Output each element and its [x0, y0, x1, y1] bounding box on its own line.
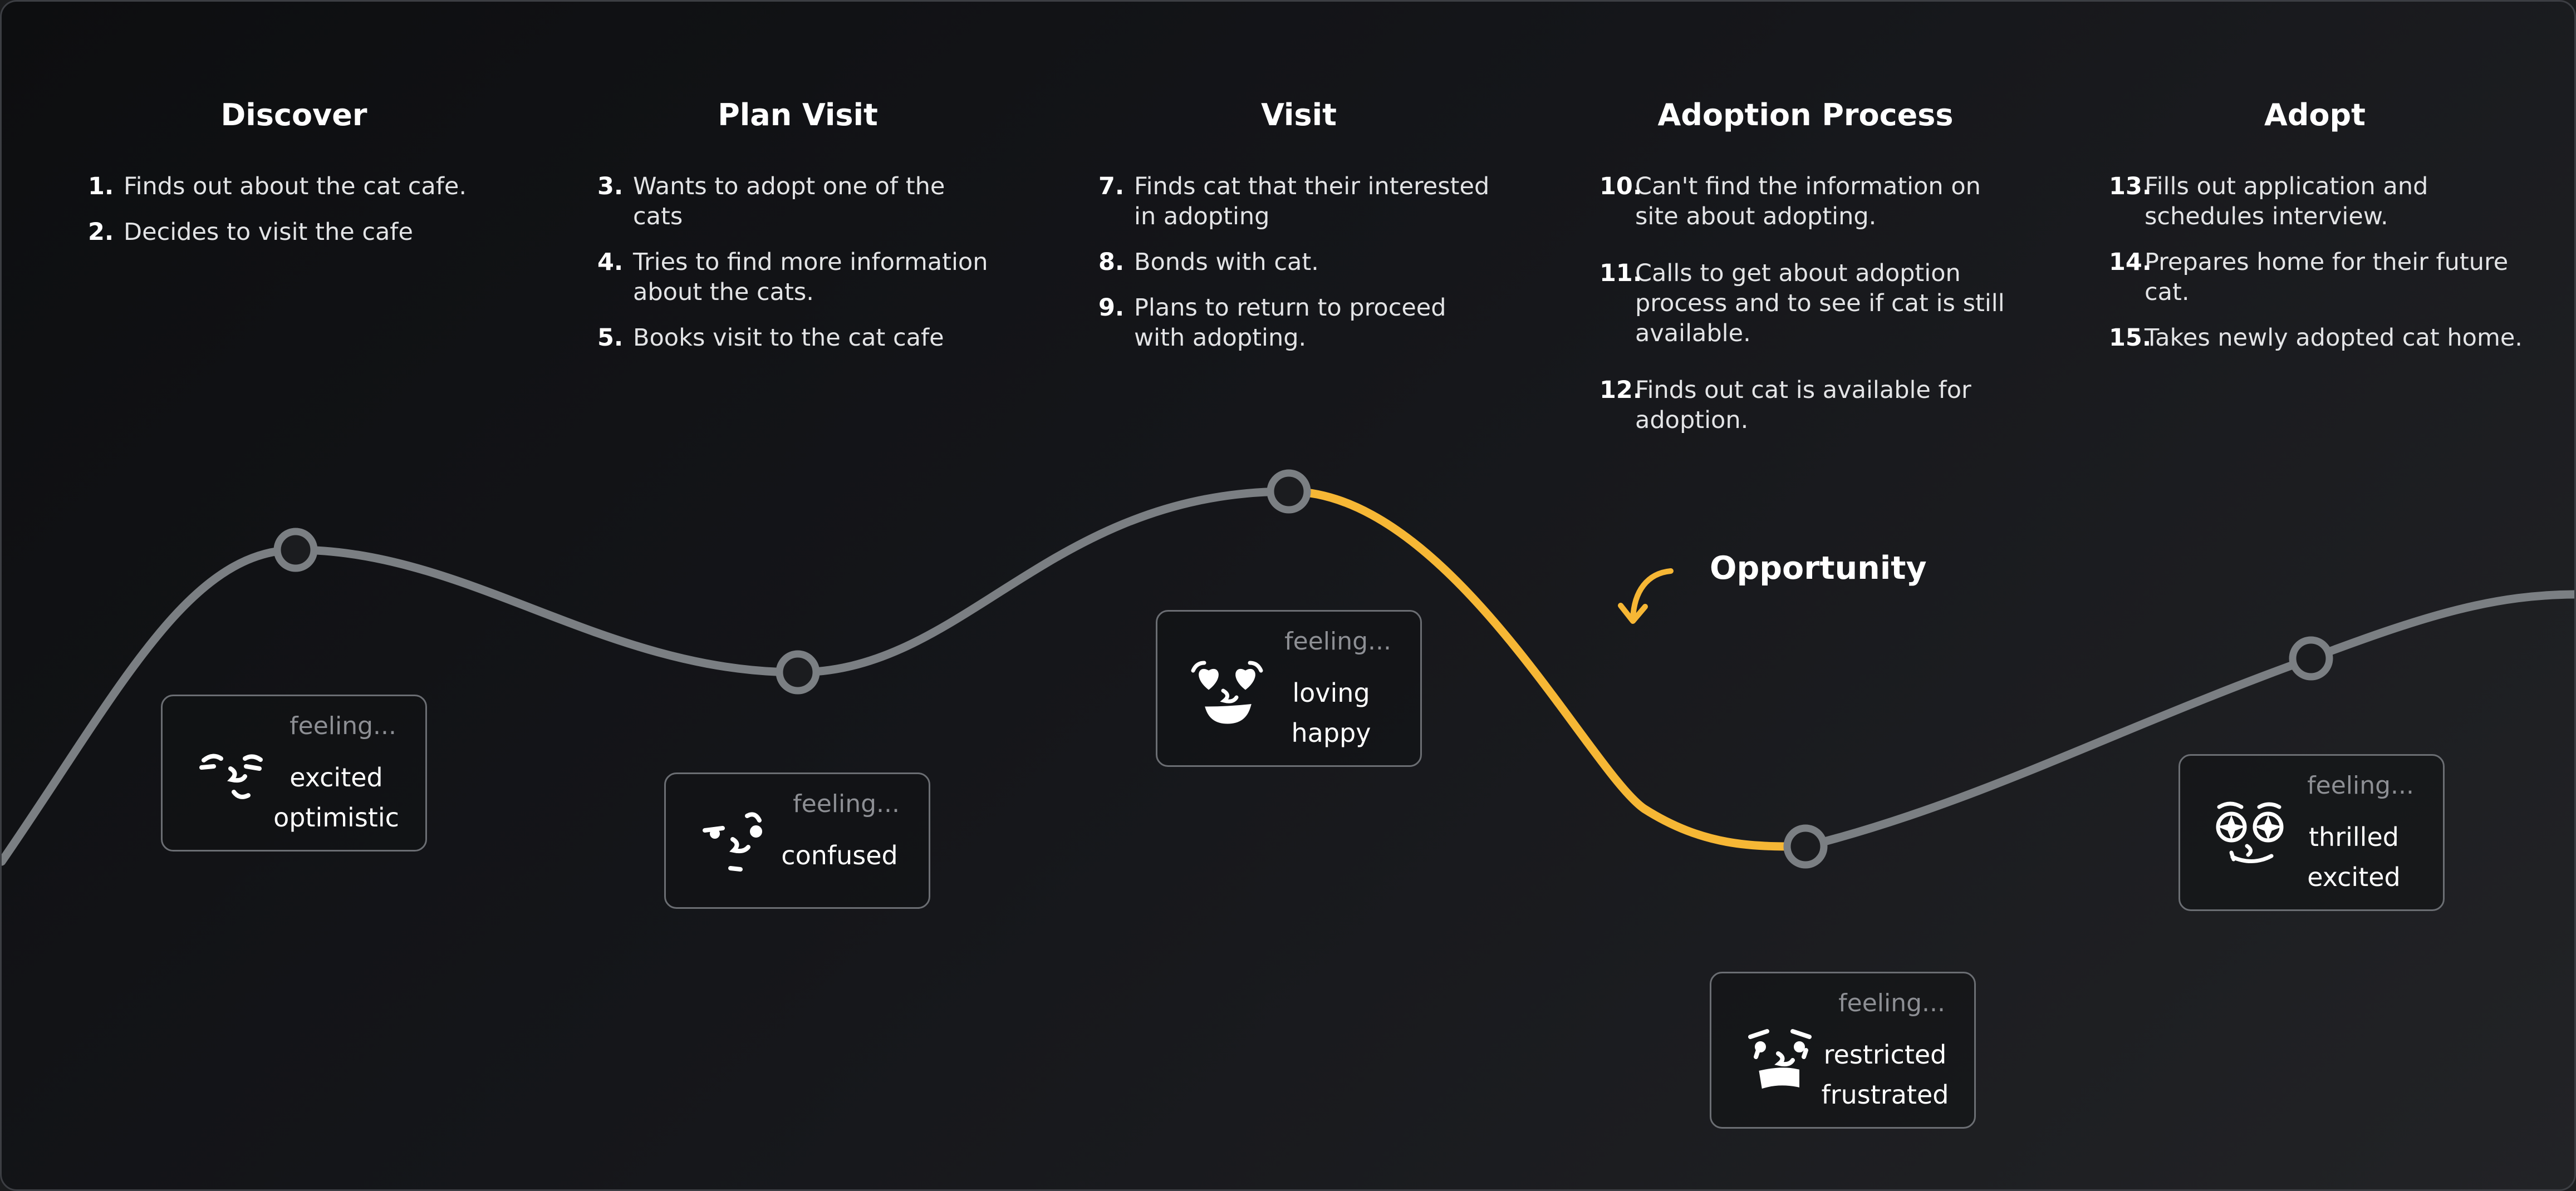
feeling-words: thrilled excited: [2287, 817, 2421, 897]
step-text: Finds out cat is available for adoption.: [1635, 376, 1971, 434]
feeling-label: feeling...: [290, 712, 396, 740]
step-number: 11.: [1599, 259, 1642, 287]
stage-title: Discover: [220, 97, 367, 132]
step-number: 10.: [1599, 173, 1642, 200]
step-number: 2.: [88, 218, 114, 246]
step-item: 14.Prepares home for their future cat.: [2109, 247, 2554, 307]
step-text: Takes newly adopted cat home.: [2145, 324, 2523, 352]
step-item: 15.Takes newly adopted cat home.: [2109, 323, 2554, 353]
step-text: Finds cat that their interested in adopt…: [1134, 173, 1490, 230]
feeling-words: excited optimistic: [269, 757, 403, 838]
feeling-label: feeling...: [793, 790, 900, 818]
feeling-word: loving: [1292, 678, 1370, 708]
step-number: 7.: [1098, 173, 1125, 200]
curve-node: [776, 650, 820, 695]
step-item: 7. Finds cat that their interested in ado…: [1098, 171, 1499, 232]
curve-node: [1267, 469, 1311, 514]
step-text: Books visit to the cat cafe: [633, 324, 944, 352]
step-item: 4. Tries to find more information about t…: [597, 247, 998, 307]
step-number: 1.: [88, 173, 114, 200]
heart-eyes-face-icon: [1191, 661, 1263, 724]
step-number: 4.: [597, 248, 624, 276]
step-item: 12.Finds out cat is available for adopti…: [1599, 375, 2011, 435]
step-item: 3. Wants to adopt one of the cats: [597, 171, 998, 232]
step-item: 9. Plans to return to proceed with adopti…: [1098, 293, 1499, 353]
step-item: 1. Finds out about the cat cafe.: [88, 171, 511, 201]
feeling-word: frustrated: [1821, 1080, 1949, 1110]
step-text: Prepares home for their future cat.: [2145, 248, 2509, 306]
step-text: Plans to return to proceed with adopting…: [1134, 294, 1446, 352]
step-text: Finds out about the cat cafe.: [124, 173, 467, 200]
step-list: 13.Fills out application and schedules i…: [2109, 171, 2554, 368]
stage-title: Adopt: [2264, 97, 2366, 132]
step-number: 12.: [1599, 376, 1642, 404]
excited-face-icon: [199, 754, 263, 799]
feeling-word: excited: [2307, 862, 2401, 892]
step-text: Bonds with cat.: [1134, 248, 1319, 276]
step-list: 10.Can't find the information on site ab…: [1599, 171, 2011, 451]
step-item: 2. Decides to visit the cafe: [88, 217, 511, 247]
step-text: Can't find the information on site about…: [1635, 173, 1981, 230]
feeling-word: happy: [1291, 718, 1371, 748]
feeling-card-discover: feeling... excited optimistic: [161, 695, 427, 852]
step-text: Tries to find more information about the…: [633, 248, 988, 306]
step-text: Decides to visit the cafe: [124, 218, 413, 246]
feeling-card-adoption-process: feeling... restricted frustrated: [1710, 972, 1976, 1129]
step-number: 13.: [2109, 173, 2152, 200]
feeling-card-plan-visit: feeling... confused: [664, 772, 930, 909]
step-item: 8. Bonds with cat.: [1098, 247, 1499, 277]
curve-segment-gray: [1801, 590, 2574, 851]
curve-node: [2289, 636, 2333, 681]
step-text: Wants to adopt one of the cats: [633, 173, 945, 230]
step-number: 5.: [597, 324, 624, 352]
feeling-words: loving happy: [1264, 673, 1398, 753]
feeling-words: restricted frustrated: [1818, 1035, 1952, 1115]
step-item: 10.Can't find the information on site ab…: [1599, 171, 2011, 232]
step-text: Calls to get about adoption process and …: [1635, 259, 2005, 347]
stage-title: Adoption Process: [1657, 97, 1954, 132]
starry-eyed-face-icon: [2216, 801, 2284, 864]
step-number: 15.: [2109, 324, 2152, 352]
feeling-word: restricted: [1823, 1040, 1947, 1070]
step-list: 1. Finds out about the cat cafe. 2. Decide…: [88, 171, 511, 263]
step-text: Fills out application and schedules inte…: [2145, 173, 2428, 230]
confused-face-icon: [703, 812, 762, 872]
step-number: 9.: [1098, 294, 1125, 322]
stage-title: Visit: [1261, 97, 1337, 132]
feeling-label: feeling...: [1284, 627, 1391, 656]
feeling-word: excited: [290, 762, 383, 793]
step-number: 8.: [1098, 248, 1125, 276]
feeling-word: confused: [781, 840, 898, 870]
feeling-word: optimistic: [273, 803, 399, 833]
step-number: 14.: [2109, 248, 2152, 276]
step-item: 13.Fills out application and schedules i…: [2109, 171, 2554, 232]
feeling-card-visit: feeling... loving happy: [1156, 610, 1422, 767]
curve-node: [273, 528, 318, 572]
feeling-label: feeling...: [1838, 989, 1945, 1017]
feeling-words: confused: [773, 835, 906, 875]
curve-segment-opportunity: [1284, 487, 1810, 851]
step-item: 5. Books visit to the cat cafe: [597, 323, 998, 353]
curve-node: [1783, 824, 1828, 869]
step-list: 7. Finds cat that their interested in ado…: [1098, 171, 1499, 368]
curved-arrow-icon: [1618, 568, 1674, 624]
feeling-card-adopt: feeling... thrilled excited: [2178, 754, 2445, 911]
stage-title: Plan Visit: [718, 97, 878, 132]
step-number: 3.: [597, 173, 624, 200]
feeling-word: thrilled: [2309, 822, 2399, 852]
step-list: 3. Wants to adopt one of the cats 4. Tries…: [597, 171, 998, 368]
frustrated-face-icon: [1748, 1029, 1812, 1089]
step-item: 11.Calls to get about adoption process a…: [1599, 258, 2011, 348]
opportunity-label: Opportunity: [1710, 550, 1927, 587]
feeling-label: feeling...: [2307, 771, 2414, 800]
curve-segment-gray: [2, 487, 1293, 866]
